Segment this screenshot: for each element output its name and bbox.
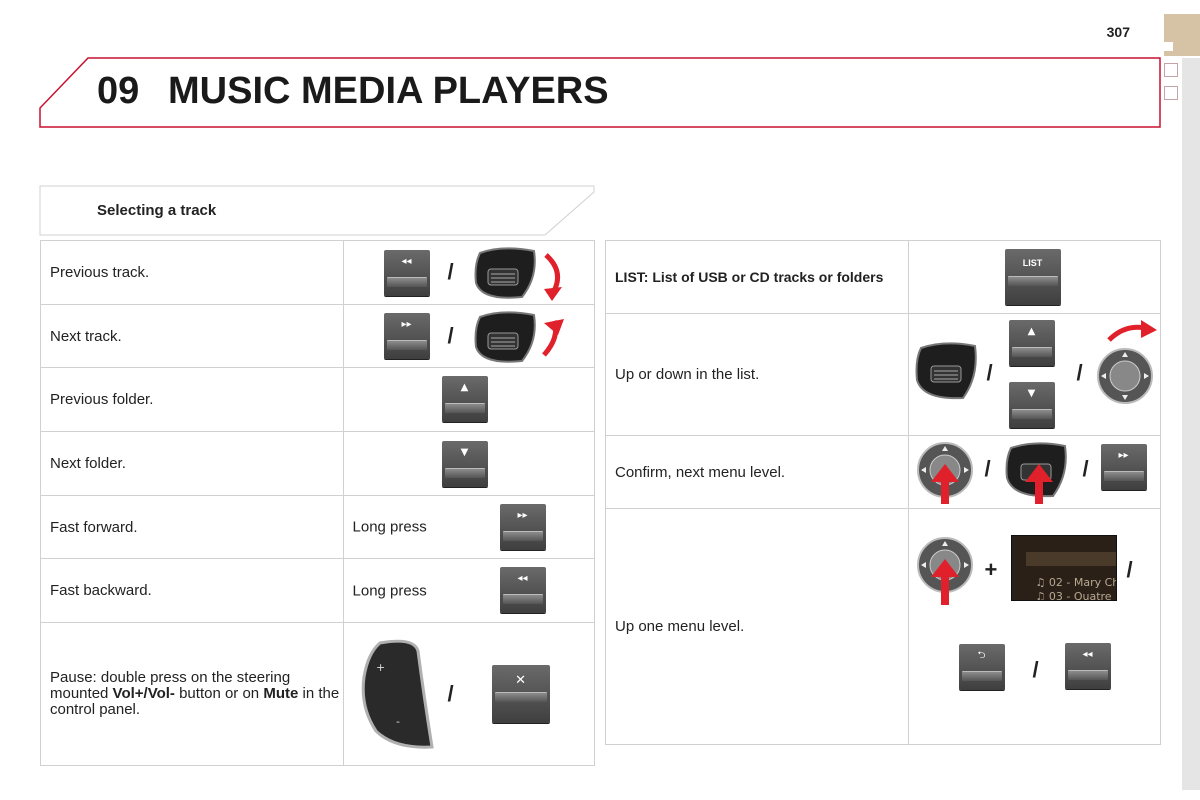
separator-slash: / [984, 456, 991, 481]
forward-button: ▸▸ [499, 504, 546, 550]
row-note: Long press [352, 518, 427, 536]
row-label: Fast backward. [40, 558, 344, 623]
table-row: Previous track. ◂◂ / [40, 240, 596, 305]
row-label: LIST: List of USB or CD tracks or folder… [605, 240, 909, 314]
list-button: LIST [1004, 249, 1061, 305]
forward-button: ▸▸ [1100, 444, 1147, 490]
row-label: Next track. [40, 304, 344, 368]
down-button: ▼ [1008, 382, 1055, 428]
row-label: Up one menu level. [605, 508, 909, 745]
chapter-title: MUSIC MEDIA PLAYERS [168, 70, 609, 112]
screen-line: ♫ 02 - Mary Ch [1035, 576, 1117, 589]
table-row: Fast backward. Long press ◂◂ [40, 558, 596, 623]
section-tab-active[interactable] [1164, 14, 1200, 56]
row-label: Previous folder. [40, 367, 344, 432]
chapter-banner [39, 57, 1161, 128]
down-button: ▼ [441, 441, 488, 487]
right-table: LIST: List of USB or CD tracks or folder… [605, 240, 1162, 745]
up-button: ▲ [1008, 320, 1055, 366]
table-row: Pause: double press on the steering moun… [40, 622, 596, 766]
separator-slash: / [447, 259, 454, 284]
forward-button: ▸▸ [383, 313, 430, 359]
display-screen: ♫ 02 - Mary Ch ♫ 03 - Quatre [1010, 535, 1117, 601]
side-bar [1182, 58, 1200, 790]
svg-text:+: + [376, 661, 385, 674]
table-row: Previous folder. ▲ [40, 367, 596, 432]
row-label: Confirm, next menu level. [605, 435, 909, 509]
section-tab[interactable] [1164, 86, 1178, 100]
page-number: 307 [1106, 24, 1130, 40]
table-row: Confirm, next menu level. / / ▸▸ [605, 435, 1162, 509]
separator-slash: / [1126, 557, 1133, 582]
separator-slash: / [1032, 657, 1039, 682]
rotary-knob-icon [916, 442, 973, 504]
separator-slash: / [1076, 360, 1083, 385]
table-row: Fast forward. Long press ▸▸ [40, 495, 596, 559]
section-title: Selecting a track [97, 202, 217, 219]
mute-button: ✕ [491, 665, 550, 723]
section-tab[interactable] [1164, 63, 1178, 77]
steering-control-icon [1005, 442, 1067, 504]
rewind-button: ◂◂ [383, 250, 430, 296]
row-label: Up or down in the list. [605, 313, 909, 436]
table-row: Up or down in the list. / ▲ ▼ / [605, 313, 1162, 436]
up-button: ▲ [441, 376, 488, 422]
separator-slash: / [447, 323, 454, 348]
row-label: Previous track. [40, 240, 344, 305]
rotary-knob-icon [916, 537, 973, 605]
separator-slash: / [447, 681, 454, 706]
left-table: Previous track. ◂◂ / Next track. ▸▸ / [40, 240, 596, 766]
separator-slash: / [986, 360, 993, 385]
screen-line: ♫ 03 - Quatre [1035, 590, 1112, 601]
table-row: Up one menu level. + ♫ 02 - Mary Ch ♫ 03… [605, 508, 1162, 745]
steering-control-icon [474, 311, 564, 363]
table-row: Next folder. ▼ [40, 431, 596, 496]
table-row: LIST: List of USB or CD tracks or folder… [605, 240, 1162, 314]
row-note: Long press [352, 582, 427, 599]
rewind-button: ◂◂ [1064, 643, 1111, 689]
table-row: Next track. ▸▸ / [40, 304, 596, 368]
chapter-number: 09 [97, 70, 140, 112]
row-label: Pause: double press on the steering moun… [40, 622, 344, 766]
volume-control-icon: + - [361, 639, 434, 749]
row-label: Fast forward. [40, 495, 344, 559]
svg-text:-: - [396, 715, 400, 728]
back-button: ⮌ [958, 644, 1005, 690]
separator-plus: + [984, 557, 998, 582]
section-header-box [39, 185, 595, 236]
rewind-button: ◂◂ [499, 567, 546, 613]
steering-control-icon [915, 342, 977, 400]
separator-slash: / [1082, 456, 1089, 481]
row-label: Next folder. [40, 431, 344, 496]
steering-control-icon [474, 247, 562, 301]
rotary-knob-icon [1096, 320, 1157, 404]
